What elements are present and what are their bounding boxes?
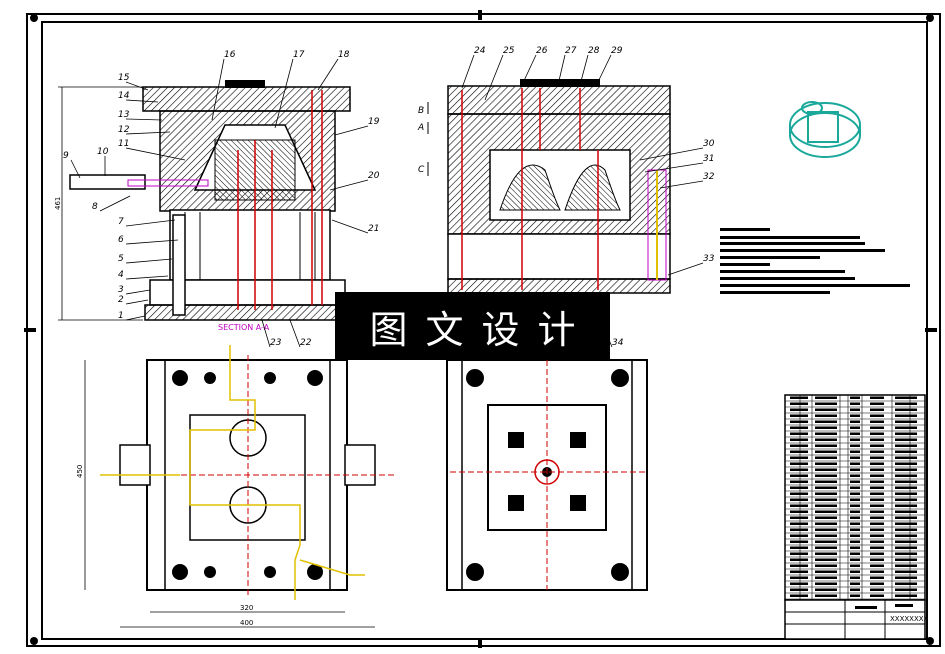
plan-view-right bbox=[446, 359, 648, 591]
technical-notes bbox=[720, 228, 910, 294]
part-number-11: 11 bbox=[118, 139, 129, 149]
part-number-14: 14 bbox=[118, 91, 130, 101]
part-number-19: 19 bbox=[368, 117, 380, 127]
part-number-2: 2 bbox=[118, 295, 124, 305]
part-number-8: 8 bbox=[92, 202, 98, 212]
callout-leader-14 bbox=[125, 99, 159, 103]
part-isometric-icon bbox=[789, 101, 861, 158]
callout-leader-11 bbox=[125, 147, 186, 161]
part-number-30: 30 bbox=[703, 139, 715, 149]
callout-leader-19 bbox=[334, 125, 369, 136]
callout-leader-8 bbox=[99, 195, 131, 212]
callout-leader-6 bbox=[125, 239, 179, 245]
watermark-text: 图文设计 bbox=[369, 307, 594, 352]
part-number-28: 28 bbox=[588, 46, 600, 56]
callout-leader-4 bbox=[125, 275, 169, 280]
dim-height-bottom-left: 450 bbox=[76, 465, 84, 478]
dim-width-inner: 320 bbox=[240, 604, 253, 612]
plan-view-left bbox=[100, 345, 395, 600]
part-number-16: 16 bbox=[224, 50, 236, 60]
callout-leader-33 bbox=[667, 262, 704, 276]
dim-height-left: 461 bbox=[54, 197, 62, 210]
part-number-25: 25 bbox=[503, 46, 515, 56]
callout-leader-9 bbox=[70, 159, 81, 179]
part-number-7: 7 bbox=[118, 217, 124, 227]
part-number-34: 34 bbox=[612, 338, 624, 348]
callout-leader-31 bbox=[644, 162, 704, 173]
part-number-12: 12 bbox=[118, 125, 130, 135]
callout-leader-7 bbox=[125, 219, 176, 227]
section-mark-b: B bbox=[418, 106, 424, 116]
callout-leader-25 bbox=[484, 54, 504, 101]
callout-leader-30 bbox=[639, 147, 704, 161]
callout-leader-20 bbox=[329, 179, 369, 191]
part-number-21: 21 bbox=[368, 224, 379, 234]
callout-leader-13 bbox=[125, 118, 163, 121]
callout-leader-27 bbox=[557, 54, 566, 86]
section-view-left bbox=[69, 80, 351, 321]
part-number-29: 29 bbox=[611, 46, 623, 56]
callout-leader-23 bbox=[261, 319, 271, 348]
part-number-5: 5 bbox=[118, 254, 124, 264]
callout-leader-22 bbox=[289, 319, 301, 348]
part-number-26: 26 bbox=[536, 46, 548, 56]
part-number-22: 22 bbox=[300, 338, 312, 348]
callout-leader-32 bbox=[659, 180, 704, 189]
title-block: XXXXXXXX bbox=[784, 599, 929, 640]
drawing-number: XXXXXXXX bbox=[890, 615, 929, 623]
watermark-banner: 图文设计 bbox=[335, 292, 610, 360]
part-number-23: 23 bbox=[270, 338, 282, 348]
callout-leader-26 bbox=[521, 54, 537, 86]
section-mark-c: C bbox=[418, 165, 425, 175]
part-number-20: 20 bbox=[368, 171, 380, 181]
callout-leader-24 bbox=[461, 54, 475, 89]
dimension-lines bbox=[58, 86, 375, 628]
section-mark-a: A bbox=[417, 123, 424, 133]
callout-leader-2 bbox=[125, 299, 149, 305]
frame-corner-dots bbox=[24, 10, 937, 648]
callout-leader-21 bbox=[331, 219, 369, 234]
part-number-1: 1 bbox=[118, 311, 124, 321]
part-number-9: 9 bbox=[63, 151, 69, 161]
callout-leader-17 bbox=[274, 58, 294, 129]
part-number-4: 4 bbox=[118, 270, 124, 280]
dim-width-outer: 400 bbox=[240, 619, 253, 627]
part-number-18: 18 bbox=[338, 50, 350, 60]
callout-leader-18 bbox=[317, 58, 339, 91]
part-number-33: 33 bbox=[703, 254, 715, 264]
callout-leader-5 bbox=[125, 258, 173, 264]
part-number-31: 31 bbox=[703, 154, 714, 164]
callout-leader-1 bbox=[125, 315, 146, 321]
callout-leader-28 bbox=[579, 54, 589, 86]
part-number-15: 15 bbox=[118, 73, 130, 83]
callout-leader-29 bbox=[597, 54, 612, 83]
part-number-3: 3 bbox=[118, 285, 124, 295]
callout-leader-16 bbox=[211, 58, 225, 121]
callout-leader-15 bbox=[125, 81, 149, 91]
callout-leader-3 bbox=[125, 289, 151, 295]
part-number-6: 6 bbox=[118, 235, 124, 245]
callout-leader-12 bbox=[125, 131, 171, 135]
section-label: SECTION A-A bbox=[218, 323, 270, 332]
part-number-13: 13 bbox=[118, 110, 130, 120]
parts-list-table bbox=[784, 394, 926, 601]
section-view-right bbox=[447, 79, 671, 294]
part-number-27: 27 bbox=[565, 46, 577, 56]
part-number-10: 10 bbox=[97, 147, 109, 157]
part-number-17: 17 bbox=[293, 50, 305, 60]
part-number-24: 24 bbox=[474, 46, 486, 56]
part-number-32: 32 bbox=[703, 172, 715, 182]
